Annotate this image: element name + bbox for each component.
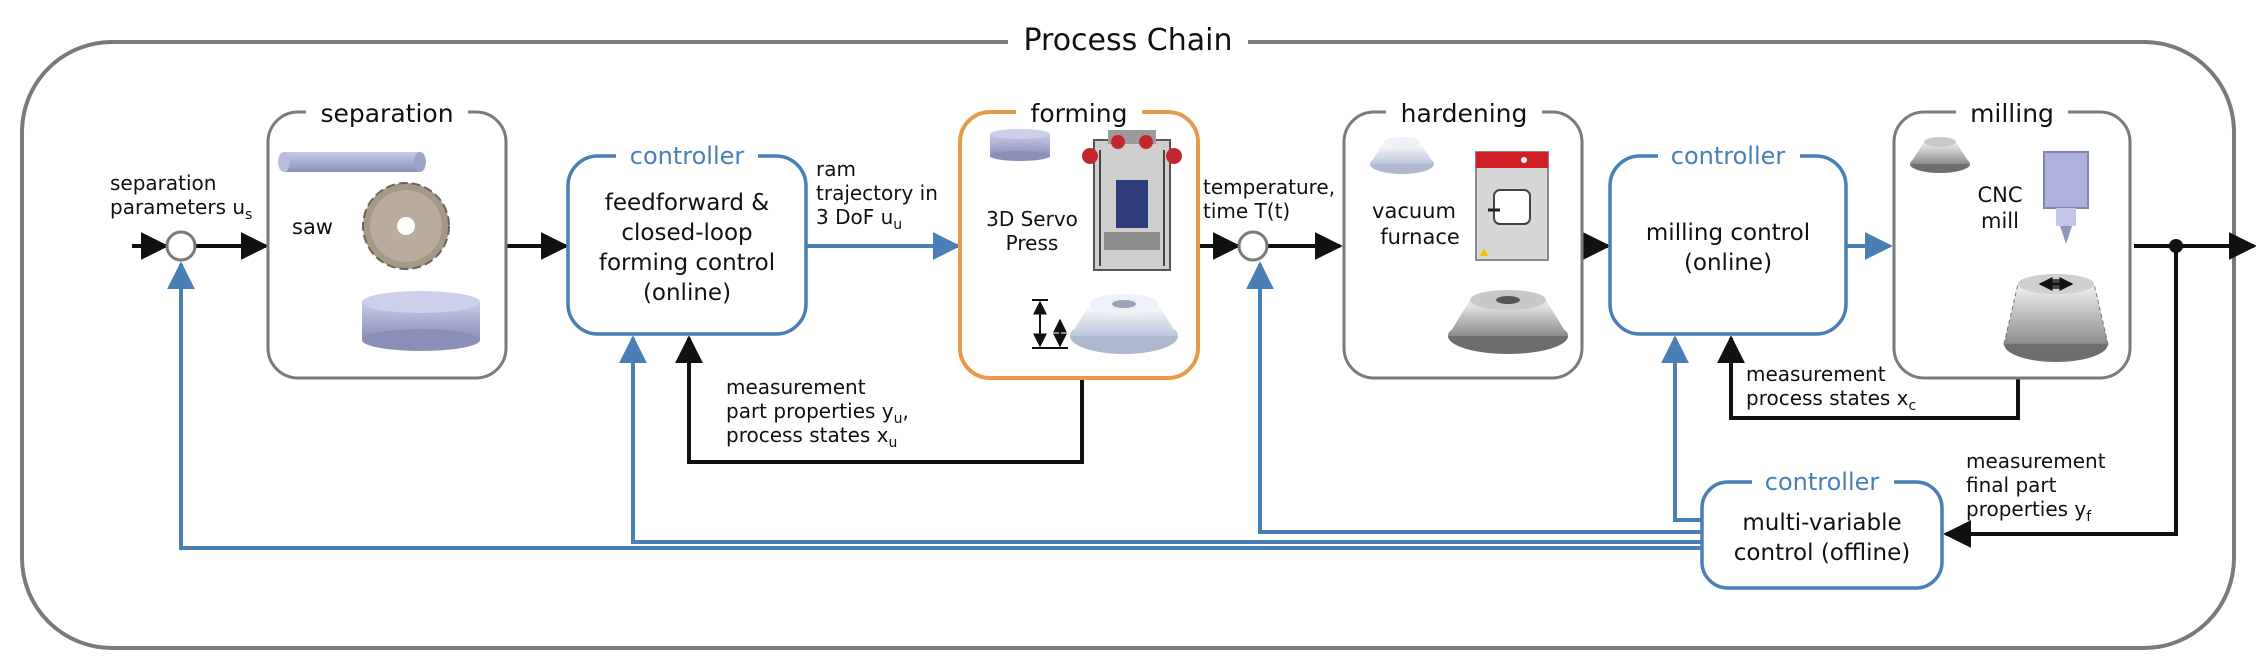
svg-text:parameters us: parameters us	[110, 195, 252, 223]
controller-header: controller	[630, 142, 745, 170]
svg-text:mill: mill	[1981, 209, 2019, 233]
milling-small-gear-image	[1910, 137, 1970, 173]
final-measurement-label: measurement final part properties yf	[1966, 449, 2106, 525]
svg-text:properties yf: properties yf	[1966, 497, 2092, 525]
controller-header: controller	[1765, 468, 1880, 496]
vacuum-furnace-label: vacuum	[1372, 199, 1456, 223]
milling-controller-block: controller milling control (online)	[1608, 140, 1848, 336]
hardened-gear-image	[1448, 290, 1568, 354]
dimension-arrows	[1032, 299, 1068, 349]
servo-press-label: 3D Servo	[986, 207, 1078, 231]
hardening-block: hardening vacuum furnace	[1342, 96, 1584, 380]
svg-text:closed-loop: closed-loop	[621, 220, 752, 246]
svg-text:control (offline): control (offline)	[1734, 540, 1910, 566]
svg-text:furnace: furnace	[1380, 225, 1460, 249]
svg-text:process states xc: process states xc	[1746, 386, 1916, 414]
formed-gear-image	[1070, 294, 1178, 354]
final-gear-image	[2003, 274, 2109, 362]
rod-image	[278, 152, 426, 172]
separation-title: separation	[320, 99, 453, 128]
controller-header: controller	[1671, 142, 1786, 170]
svg-text:time T(t): time T(t)	[1203, 199, 1290, 223]
svg-text:part properties yu,: part properties yu,	[726, 399, 909, 427]
control-signal-lines	[167, 232, 1893, 550]
forward-flow-lines	[132, 232, 2256, 548]
svg-text:measurement: measurement	[1746, 362, 1886, 386]
cnc-spindle-image	[2043, 151, 2089, 244]
diagram-title: Process Chain	[1023, 23, 1232, 58]
svg-text:milling control: milling control	[1646, 220, 1810, 246]
svg-text:measurement: measurement	[1966, 449, 2106, 473]
saw-blade-image	[362, 182, 450, 270]
separation-parameters-label: separation parameters us	[110, 171, 252, 223]
svg-text:final part: final part	[1966, 473, 2057, 497]
temperature-label: temperature, time T(t)	[1203, 175, 1335, 223]
svg-text:feedforward &: feedforward &	[605, 190, 769, 216]
svg-text:measurement: measurement	[726, 375, 866, 399]
forming-block: forming 3D Servo Press	[958, 96, 1200, 380]
hardening-title: hardening	[1401, 99, 1528, 128]
svg-text:forming control: forming control	[599, 250, 775, 276]
svg-text:ram: ram	[816, 157, 856, 181]
hardening-small-gear-image	[1370, 137, 1434, 174]
forming-measurement-label: measurement part properties yu, process …	[726, 375, 909, 451]
svg-text:process states xu: process states xu	[726, 423, 897, 451]
summing-junction-1	[165, 230, 197, 262]
svg-text:3 DoF uu: 3 DoF uu	[816, 205, 902, 233]
milling-measurement-label: measurement process states xc	[1746, 362, 1916, 414]
svg-text:temperature,: temperature,	[1203, 175, 1335, 199]
cnc-mill-label: CNC	[1977, 183, 2022, 207]
separation-block: separation saw	[266, 96, 508, 380]
servo-press-image	[1082, 130, 1182, 271]
summing-junction-2	[1237, 230, 1269, 262]
ram-trajectory-label: ram trajectory in 3 DoF uu	[816, 157, 938, 233]
milling-title: milling	[1970, 99, 2054, 128]
saw-label: saw	[292, 215, 333, 239]
forming-title: forming	[1031, 99, 1128, 128]
svg-text:multi-variable: multi-variable	[1742, 510, 1901, 536]
svg-text:(online): (online)	[643, 280, 731, 306]
forming-controller-block: controller feedforward & closed-loop for…	[566, 140, 808, 336]
svg-text:Press: Press	[1006, 231, 1059, 255]
svg-text:separation: separation	[110, 171, 216, 195]
vacuum-furnace-image	[1475, 151, 1549, 261]
billet-image	[362, 291, 480, 351]
billet-small-image	[990, 129, 1050, 161]
milling-block: milling CNC mill	[1892, 96, 2132, 380]
offline-controller-block: controller multi-variable control (offli…	[1700, 466, 1944, 590]
svg-text:(online): (online)	[1684, 250, 1772, 276]
svg-text:trajectory in: trajectory in	[816, 181, 938, 205]
